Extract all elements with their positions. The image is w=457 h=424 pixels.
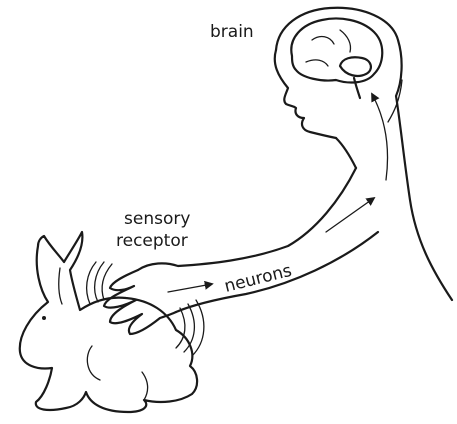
head-outline: [276, 8, 452, 300]
label-receptor: receptor: [116, 231, 188, 251]
arm-and-hand: [104, 168, 378, 334]
brain-illustration: [291, 19, 382, 99]
rabbit-illustration: [20, 232, 197, 412]
rabbit-body: [20, 232, 197, 412]
face-profile: [275, 50, 336, 138]
arrow-to-brain: [372, 94, 387, 180]
arrow-forearm: [168, 284, 212, 292]
neuron-pathway-arrows: [168, 80, 402, 292]
human-figure: [275, 8, 452, 300]
label-sensory: sensory: [124, 209, 190, 229]
hand-outline: [104, 270, 176, 334]
label-brain: brain: [210, 22, 254, 42]
